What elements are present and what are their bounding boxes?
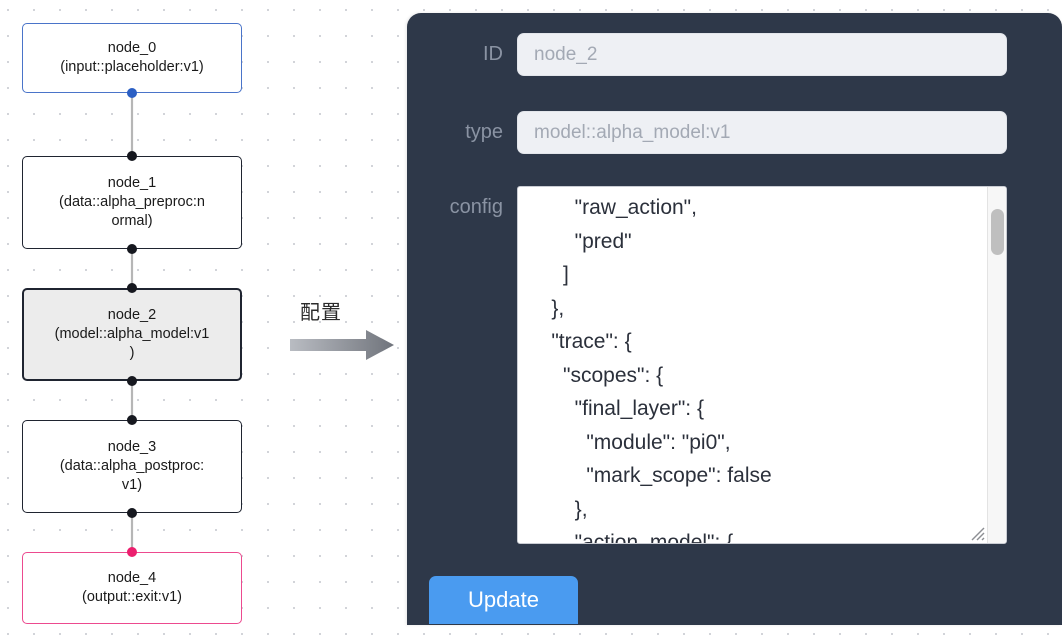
field-row-config: config "raw_action", "pred" ] }, "trace"… (407, 186, 1007, 544)
node_2-input-port[interactable] (127, 283, 137, 293)
type-input-value: model::alpha_model:v1 (534, 121, 731, 143)
graph-node-label: node_1 (data::alpha_preproc:n ormal) (59, 175, 205, 229)
graph-node-node_4[interactable]: node_4 (output::exit:v1) (22, 552, 242, 624)
graph-node-label: node_3 (data::alpha_postproc: v1) (59, 439, 205, 493)
config-textarea[interactable]: "raw_action", "pred" ] }, "trace": { "sc… (551, 196, 772, 544)
config-textarea-scrollbar[interactable] (987, 187, 1006, 543)
resize-handle-icon[interactable] (969, 525, 986, 542)
config-textarea-scroll-thumb[interactable] (991, 209, 1004, 255)
config-textarea-wrapper: "raw_action", "pred" ] }, "trace": { "sc… (517, 186, 1007, 544)
flow-arrow-label: 配置 (300, 302, 342, 324)
graph-edges (130, 93, 134, 552)
graph-node-label: node_2 (model::alpha_model:v1 ) (54, 307, 210, 361)
field-row-id: ID node_2 (407, 33, 1007, 76)
type-field-label: type (465, 121, 503, 143)
node_2-output-port[interactable] (127, 376, 137, 386)
node-inspector-panel: ID node_2 type model::alpha_model:v1 con… (407, 13, 1062, 625)
graph-node-node_1[interactable]: node_1 (data::alpha_preproc:n ormal) (22, 156, 242, 249)
graph-node-label: node_0 (input::placeholder:v1) (60, 40, 204, 75)
node_3-output-port[interactable] (127, 508, 137, 518)
graph-node-node_2[interactable]: node_2 (model::alpha_model:v1 ) (22, 288, 242, 381)
id-input[interactable]: node_2 (517, 33, 1007, 76)
node_3-input-port[interactable] (127, 415, 137, 425)
id-field-label: ID (483, 43, 503, 65)
node_1-input-port[interactable] (127, 151, 137, 161)
graph-node-node_3[interactable]: node_3 (data::alpha_postproc: v1) (22, 420, 242, 513)
right-arrow-icon (290, 330, 394, 360)
node_1-output-port[interactable] (127, 244, 137, 254)
graph-node-label: node_4 (output::exit:v1) (82, 570, 182, 605)
config-field-label: config (449, 196, 503, 218)
type-input[interactable]: model::alpha_model:v1 (517, 111, 1007, 154)
graph-node-node_0[interactable]: node_0 (input::placeholder:v1) (22, 23, 242, 93)
update-button[interactable]: Update (429, 576, 578, 624)
node_4-input-port[interactable] (127, 547, 137, 557)
flow-arrow-group: 配置 (290, 296, 398, 364)
node_0-output-port[interactable] (127, 88, 137, 98)
field-row-type: type model::alpha_model:v1 (407, 111, 1007, 154)
id-input-value: node_2 (534, 43, 598, 65)
